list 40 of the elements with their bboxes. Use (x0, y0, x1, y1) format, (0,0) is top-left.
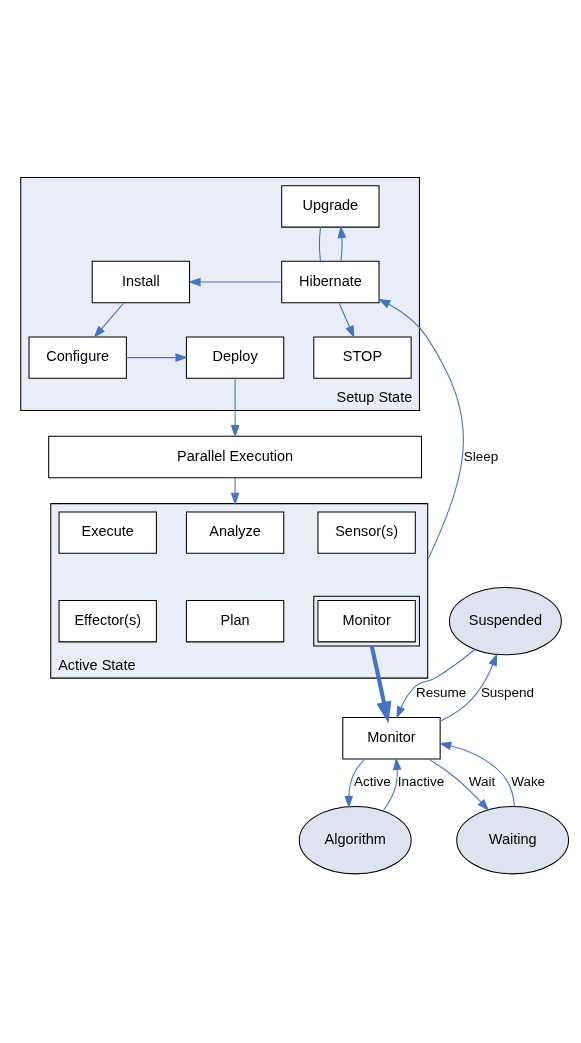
arrow (369, 645, 392, 724)
node-box: Monitor (342, 716, 441, 760)
node-box: Analyze (185, 511, 285, 554)
arrow (438, 741, 515, 808)
node-box: Parallel Execution (48, 435, 422, 479)
arrow (344, 758, 366, 809)
node-box: Install (91, 260, 191, 304)
node-ellipse: Waiting (456, 806, 570, 875)
node-box: Configure (28, 336, 127, 379)
arrow (188, 277, 282, 287)
edge-label: Inactive (397, 774, 445, 790)
node-ellipse: Suspended (448, 587, 562, 656)
edge-label: Suspend (480, 685, 535, 701)
arrow (377, 298, 464, 561)
node-box: Deploy (185, 336, 285, 379)
node-box: Monitor (313, 595, 420, 647)
node-ellipse: Algorithm (298, 806, 412, 875)
arrow (396, 648, 476, 719)
node-box: Upgrade (281, 185, 380, 228)
arrow (126, 353, 188, 362)
arrow (230, 377, 240, 438)
arrow (230, 477, 240, 506)
edge-label: Wait (468, 774, 496, 790)
arrow (439, 653, 498, 722)
node-box: Sensor(s) (317, 511, 416, 554)
node-box: Hibernate (281, 260, 380, 304)
edge-label: Resume (416, 685, 467, 701)
arrow (428, 758, 490, 812)
node-box: Plan (185, 599, 285, 643)
node-box: Effector(s) (58, 599, 157, 643)
arrow (382, 757, 402, 812)
arrow (93, 302, 125, 338)
node-box: STOP (313, 336, 412, 379)
connector (319, 226, 322, 262)
edge-label: Wake (511, 774, 546, 790)
edge-label: Sleep (463, 448, 499, 464)
arrow (337, 225, 347, 262)
edge-label: Active (353, 774, 391, 790)
node-box: Execute (58, 511, 157, 554)
arrow (338, 302, 355, 339)
